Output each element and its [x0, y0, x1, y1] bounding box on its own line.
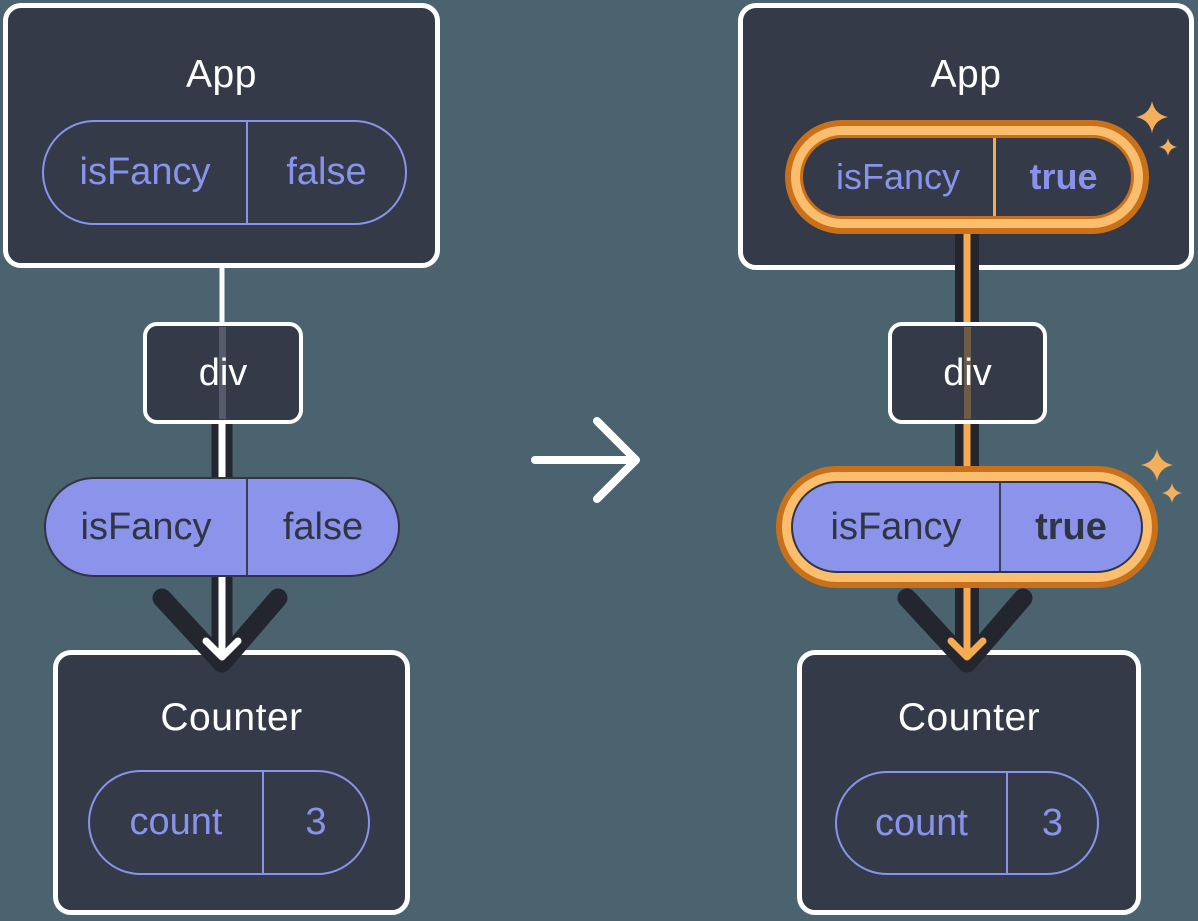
prop-pill-before: isFancy false — [44, 477, 400, 577]
state-name: isFancy — [803, 138, 996, 216]
counter-title-after: Counter — [897, 696, 1041, 739]
state-name: count — [837, 773, 1008, 873]
div-box-after — [888, 322, 1047, 424]
app-title-before: App — [186, 53, 257, 96]
state-name: count — [90, 772, 264, 873]
transition-arrow-icon — [593, 417, 640, 503]
state-pill-counter-before: count 3 — [88, 770, 370, 875]
sparkle-icon — [1162, 483, 1182, 503]
app-title-after: App — [930, 53, 1002, 96]
prop-pill-after: isFancy true — [791, 481, 1143, 573]
prop-thread-through-div — [219, 327, 226, 419]
state-value: 3 — [305, 801, 327, 843]
state-value: true — [1029, 156, 1098, 197]
div-label-after: div — [943, 352, 992, 394]
state-name: isFancy — [44, 122, 248, 223]
prop-value: false — [282, 505, 364, 548]
sparkle-icon — [1141, 449, 1173, 481]
state-value: 3 — [1041, 801, 1064, 844]
state-value: false — [286, 151, 367, 193]
state-pill-app-before: isFancy false — [42, 120, 407, 225]
prop-name: isFancy — [46, 479, 248, 575]
div-label-before: div — [198, 352, 248, 394]
state-pill-app-after: isFancy true — [800, 135, 1134, 219]
prop-name: isFancy — [793, 483, 1001, 571]
state-pill-counter-after: count 3 — [835, 771, 1099, 875]
prop-value: true — [1035, 505, 1107, 548]
prop-thread-through-div — [964, 327, 971, 419]
counter-title-before: Counter — [160, 696, 303, 739]
